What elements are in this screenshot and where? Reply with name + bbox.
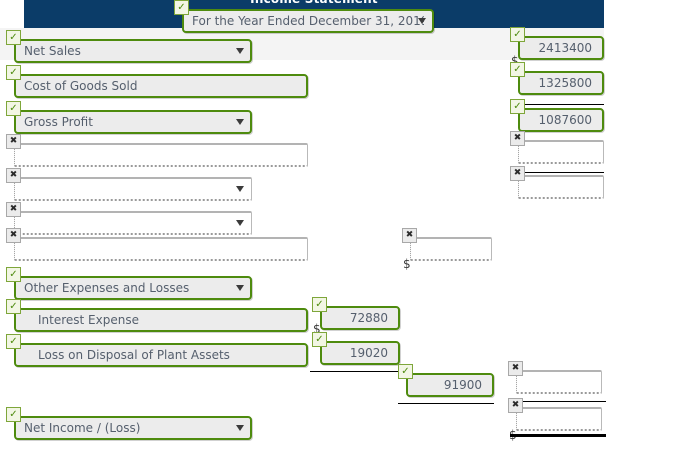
amount-input-r1[interactable] (516, 370, 602, 394)
subtotal-rule-5 (510, 401, 606, 402)
account-select-12[interactable] (14, 416, 252, 440)
status-check-icon-amt-9: ✓ (312, 297, 327, 312)
amount-input-1[interactable] (518, 36, 604, 60)
status-check-icon-period: ✓ (174, 0, 189, 15)
row-label-blank-7[interactable]: ✖ (6, 228, 308, 261)
account-select-5[interactable] (14, 177, 252, 201)
status-cross-icon-amt-4: ✖ (510, 131, 525, 146)
account-select-1[interactable] (14, 39, 252, 63)
row-amount-blank-7[interactable]: ✖ (402, 228, 492, 261)
row-label-blank-5[interactable]: ✖ (6, 168, 252, 201)
status-check-icon-amt-1: ✓ (510, 27, 525, 42)
account-select-3[interactable] (14, 110, 252, 134)
amount-input-2[interactable] (518, 71, 604, 95)
row-label-net-income[interactable]: ✓ (6, 407, 252, 440)
row-amount-interest-expense[interactable]: ✓ (312, 297, 400, 330)
grand-total-rule (510, 434, 606, 437)
account-text-7[interactable] (14, 237, 308, 261)
status-cross-icon-12: ✖ (508, 398, 523, 413)
status-check-icon-amt-3: ✓ (510, 99, 525, 114)
subtotal-rule-3 (310, 371, 402, 372)
row-amount-blank-4[interactable]: ✖ (510, 131, 604, 164)
status-check-icon-1: ✓ (6, 30, 21, 45)
status-check-icon-3: ✓ (6, 101, 21, 116)
first-row-tint-right (604, 28, 674, 60)
row-amount-blank-right-1[interactable]: ✖ (508, 361, 602, 394)
account-select-6[interactable] (14, 211, 252, 235)
row-amount-total-other-expenses[interactable]: ✓ (398, 364, 494, 397)
account-text-4[interactable] (14, 143, 308, 167)
subtotal-rule-2 (512, 172, 604, 173)
account-text-10[interactable] (14, 343, 308, 367)
period-select[interactable] (182, 9, 434, 33)
amount-input-4[interactable] (518, 140, 604, 164)
account-select-8[interactable] (14, 276, 252, 300)
row-amount-net-sales[interactable]: ✓ (510, 27, 604, 60)
status-check-icon-11: ✓ (398, 364, 413, 379)
subtotal-rule-4 (398, 403, 494, 404)
status-check-icon-12: ✓ (6, 407, 21, 422)
row-amount-blank-5[interactable]: ✖ (510, 166, 604, 199)
subtotal-rule-1 (512, 104, 604, 105)
currency-symbol-9: $ (313, 322, 321, 336)
status-cross-icon-7: ✖ (6, 228, 21, 243)
status-cross-icon-5: ✖ (6, 168, 21, 183)
row-label-net-sales[interactable]: ✓ (6, 30, 252, 63)
page-title: Income Statement (24, 0, 604, 6)
row-label-other-expenses[interactable]: ✓ (6, 267, 252, 300)
currency-symbol-7: $ (403, 257, 411, 271)
status-cross-icon-4: ✖ (6, 134, 21, 149)
amount-input-3[interactable] (518, 108, 604, 132)
status-cross-icon-amt-5: ✖ (510, 166, 525, 181)
status-check-icon-amt-2: ✓ (510, 62, 525, 77)
amount-input-12[interactable] (516, 407, 602, 431)
amount-input-10[interactable] (320, 341, 400, 365)
account-text-2[interactable] (14, 74, 308, 98)
currency-symbol-1: $ (511, 54, 519, 68)
row-amount-gross-profit[interactable]: ✓ (510, 99, 604, 132)
status-check-icon-amt-10: ✓ (312, 332, 327, 347)
period-select-wrap[interactable]: ✓ (174, 0, 434, 33)
status-cross-icon-6: ✖ (6, 202, 21, 217)
amount-input-5[interactable] (518, 175, 604, 199)
status-cross-icon-amt-7: ✖ (402, 228, 417, 243)
row-label-blank-6[interactable]: ✖ (6, 202, 252, 235)
row-label-gross-profit[interactable]: ✓ (6, 101, 252, 134)
account-text-9[interactable] (14, 308, 308, 332)
amount-input-7[interactable] (410, 237, 492, 261)
row-label-interest-expense[interactable]: ✓ (6, 299, 308, 332)
status-cross-icon-r1: ✖ (508, 361, 523, 376)
row-label-cogs[interactable]: ✓ (6, 65, 308, 98)
amount-input-11[interactable] (406, 373, 494, 397)
row-amount-net-income[interactable]: ✖ (508, 398, 602, 431)
row-label-blank-4[interactable]: ✖ (6, 134, 308, 167)
amount-input-9[interactable] (320, 306, 400, 330)
status-check-icon-9: ✓ (6, 299, 21, 314)
row-label-loss-disposal[interactable]: ✓ (6, 334, 308, 367)
row-amount-cogs[interactable]: ✓ (510, 62, 604, 95)
row-amount-loss-disposal[interactable]: ✓ (312, 332, 400, 365)
status-check-icon-2: ✓ (6, 65, 21, 80)
status-check-icon-8: ✓ (6, 267, 21, 282)
status-check-icon-10: ✓ (6, 334, 21, 349)
